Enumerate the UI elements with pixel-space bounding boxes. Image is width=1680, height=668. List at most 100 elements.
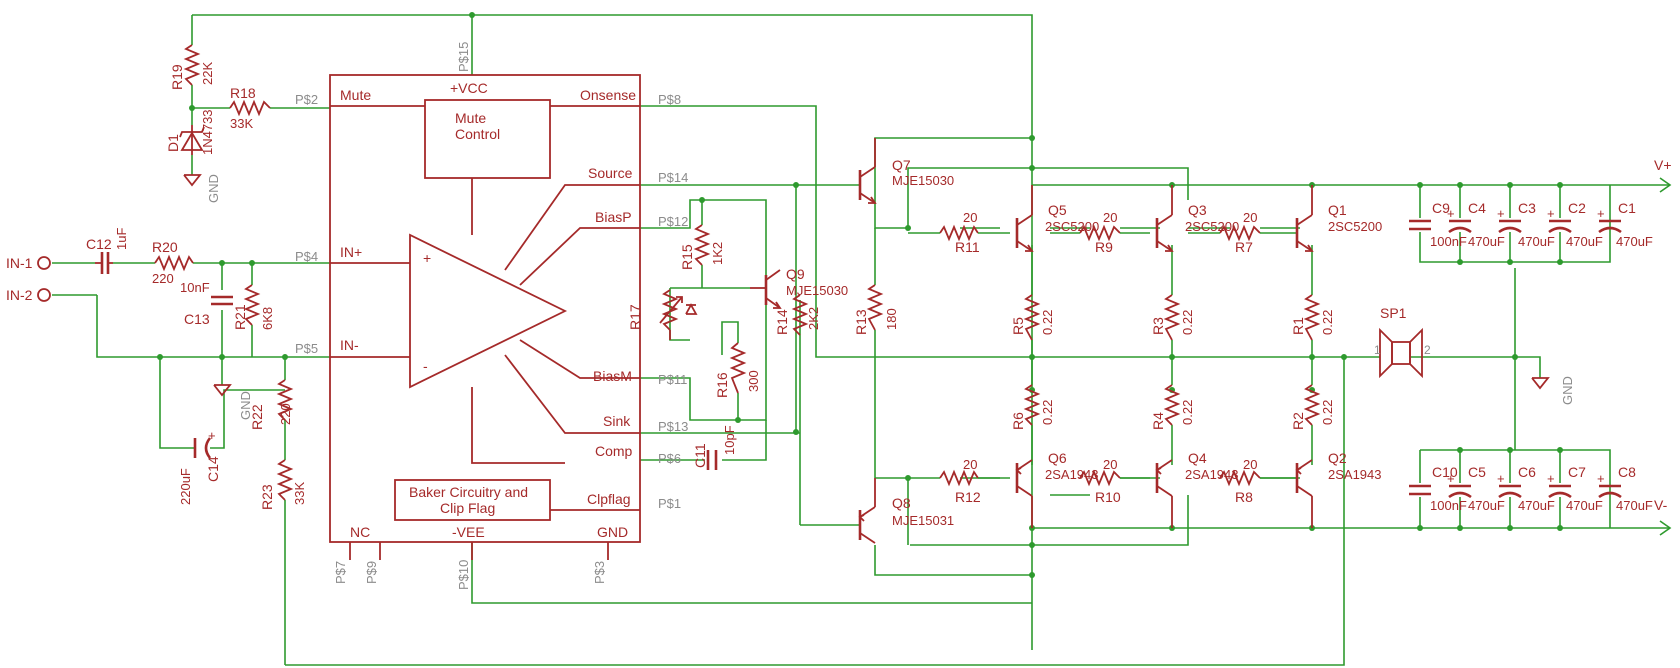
mute-control-line1: Mute: [455, 110, 486, 126]
q6-ref: Q6: [1048, 450, 1067, 466]
net-p2: P$2: [295, 92, 318, 107]
svg-text:+: +: [1497, 471, 1505, 486]
d1-value: 1N4733: [200, 109, 215, 155]
svg-text:+: +: [1597, 206, 1605, 221]
net-p14: P$14: [658, 170, 688, 185]
sp1-ref: SP1: [1380, 305, 1407, 321]
q4-value: 2SA1943: [1185, 467, 1239, 482]
c4-value: 470uF: [1468, 234, 1505, 249]
r21-value: 6K8: [260, 307, 275, 330]
c1-ref: C1: [1618, 200, 1636, 216]
c9-ref: C9: [1432, 200, 1450, 216]
sp1-pin2: 2: [1424, 343, 1431, 357]
c7-ref: C7: [1568, 464, 1586, 480]
r2-value: 0.22: [1320, 400, 1335, 425]
q2-value: 2SA1943: [1328, 467, 1382, 482]
r12-value: 20: [963, 457, 977, 472]
r22-ref: R22: [249, 404, 265, 430]
r2-ref: R2: [1290, 412, 1306, 430]
c5-ref: C5: [1468, 464, 1486, 480]
r6-ref: R6: [1010, 412, 1026, 430]
r21-ref: R21: [232, 304, 248, 330]
c12-ref: C12: [86, 236, 112, 252]
pin-onsense: Onsense: [580, 87, 636, 103]
q7-ref: Q7: [892, 157, 911, 173]
c14-plus: +: [208, 428, 216, 443]
r19-value: 22K: [200, 62, 215, 85]
r14-value: 2K2: [806, 307, 821, 330]
c13-ref: C13: [184, 311, 210, 327]
q3-ref: Q3: [1188, 202, 1207, 218]
driver-stage: Q7 MJE15030 R13 180 Q8 MJE15031 R11 20 R…: [853, 138, 1010, 544]
net-labels: P$15 P$2 P$8 P$14 P$12 P$4 P$5 P$11 P$13…: [295, 42, 688, 590]
input-section: IN-1 IN-2 C12 1uF R20 220 10nF C13 R21 6…: [6, 228, 307, 510]
q9-value: MJE15030: [786, 283, 848, 298]
svg-text:+: +: [1597, 471, 1605, 486]
r7-ref: R7: [1235, 239, 1253, 255]
input-jack-1: [37, 256, 51, 270]
r18-value: 33K: [230, 116, 253, 131]
amplifier-ic: [329, 74, 641, 560]
c3-ref: C3: [1518, 200, 1536, 216]
r7-value: 20: [1243, 210, 1257, 225]
input-label-2: IN-2: [6, 287, 33, 303]
capacitor-bank-positive: C9 100nF + C4 470uF + C3 470uF + C2 470u…: [1409, 200, 1653, 249]
net-p1: P$1: [658, 496, 681, 511]
net-p13: P$13: [658, 419, 688, 434]
c1-value: 470uF: [1616, 234, 1653, 249]
r16-value: 300: [746, 370, 761, 392]
c3-value: 470uF: [1518, 234, 1555, 249]
c7-value: 470uF: [1566, 498, 1603, 513]
c6-ref: C6: [1518, 464, 1536, 480]
bias-network: R15 1K2 R17 R16 300 Q9 MJE15030 C11 10pF…: [627, 224, 848, 470]
r20-value: 220: [152, 271, 174, 286]
r23-ref: R23: [259, 484, 275, 510]
c2-ref: C2: [1568, 200, 1586, 216]
mute-control-line2: Control: [455, 126, 500, 142]
r8-value: 20: [1243, 457, 1257, 472]
capacitor-bank-negative: C10 100nF + C5 470uF + C6 470uF + C7 470…: [1409, 464, 1653, 513]
gnd-label-c13: GND: [238, 391, 253, 420]
net-p15: P$15: [456, 42, 471, 72]
net-p6: P$6: [658, 451, 681, 466]
vplus-label: V+: [1654, 157, 1672, 173]
q5-ref: Q5: [1048, 202, 1067, 218]
r23-value: 33K: [292, 482, 307, 505]
pin-comp: Comp: [595, 443, 633, 459]
r16-ref: R16: [714, 372, 730, 398]
c12-value: 1uF: [114, 228, 129, 250]
c2-value: 470uF: [1566, 234, 1603, 249]
r12-ref: R12: [955, 489, 981, 505]
sp1-pin1: 1: [1374, 343, 1381, 357]
baker-line1: Baker Circuitry and: [409, 484, 528, 500]
r15-value: 1K2: [710, 242, 725, 265]
c14-value: 220uF: [178, 468, 193, 505]
r1-value: 0.22: [1320, 310, 1335, 335]
opamp-symbol: [409, 233, 568, 389]
r3-value: 0.22: [1180, 310, 1195, 335]
baker-clip-block: [394, 479, 551, 521]
gnd-label-d1: GND: [206, 174, 221, 203]
q1-value: 2SC5200: [1328, 219, 1382, 234]
c6-value: 470uF: [1518, 498, 1555, 513]
opamp-plus: +: [423, 250, 431, 266]
r13-value: 180: [884, 308, 899, 330]
q4-ref: Q4: [1188, 450, 1207, 466]
c14-ref: C14: [205, 456, 221, 482]
baker-line2: Clip Flag: [440, 500, 495, 516]
net-p7: P$7: [333, 561, 348, 584]
r11-value: 20: [963, 210, 977, 225]
c10-value: 100nF: [1430, 498, 1467, 513]
r4-ref: R4: [1150, 412, 1166, 430]
q8-ref: Q8: [892, 495, 911, 511]
net-p8: P$8: [658, 92, 681, 107]
input-jack-2: [37, 288, 51, 302]
r8-ref: R8: [1235, 489, 1253, 505]
r1-ref: R1: [1290, 317, 1306, 335]
net-p12: P$12: [658, 214, 688, 229]
pin-nc: NC: [350, 524, 370, 540]
mute-control-block: [424, 99, 551, 179]
output-stage: Q5 2SC5200 R9 20 Q3 2SC5200 R7 20 Q1 2SC…: [1010, 185, 1382, 528]
pin-gnd: GND: [597, 524, 628, 540]
r18-ref: R18: [230, 85, 256, 101]
